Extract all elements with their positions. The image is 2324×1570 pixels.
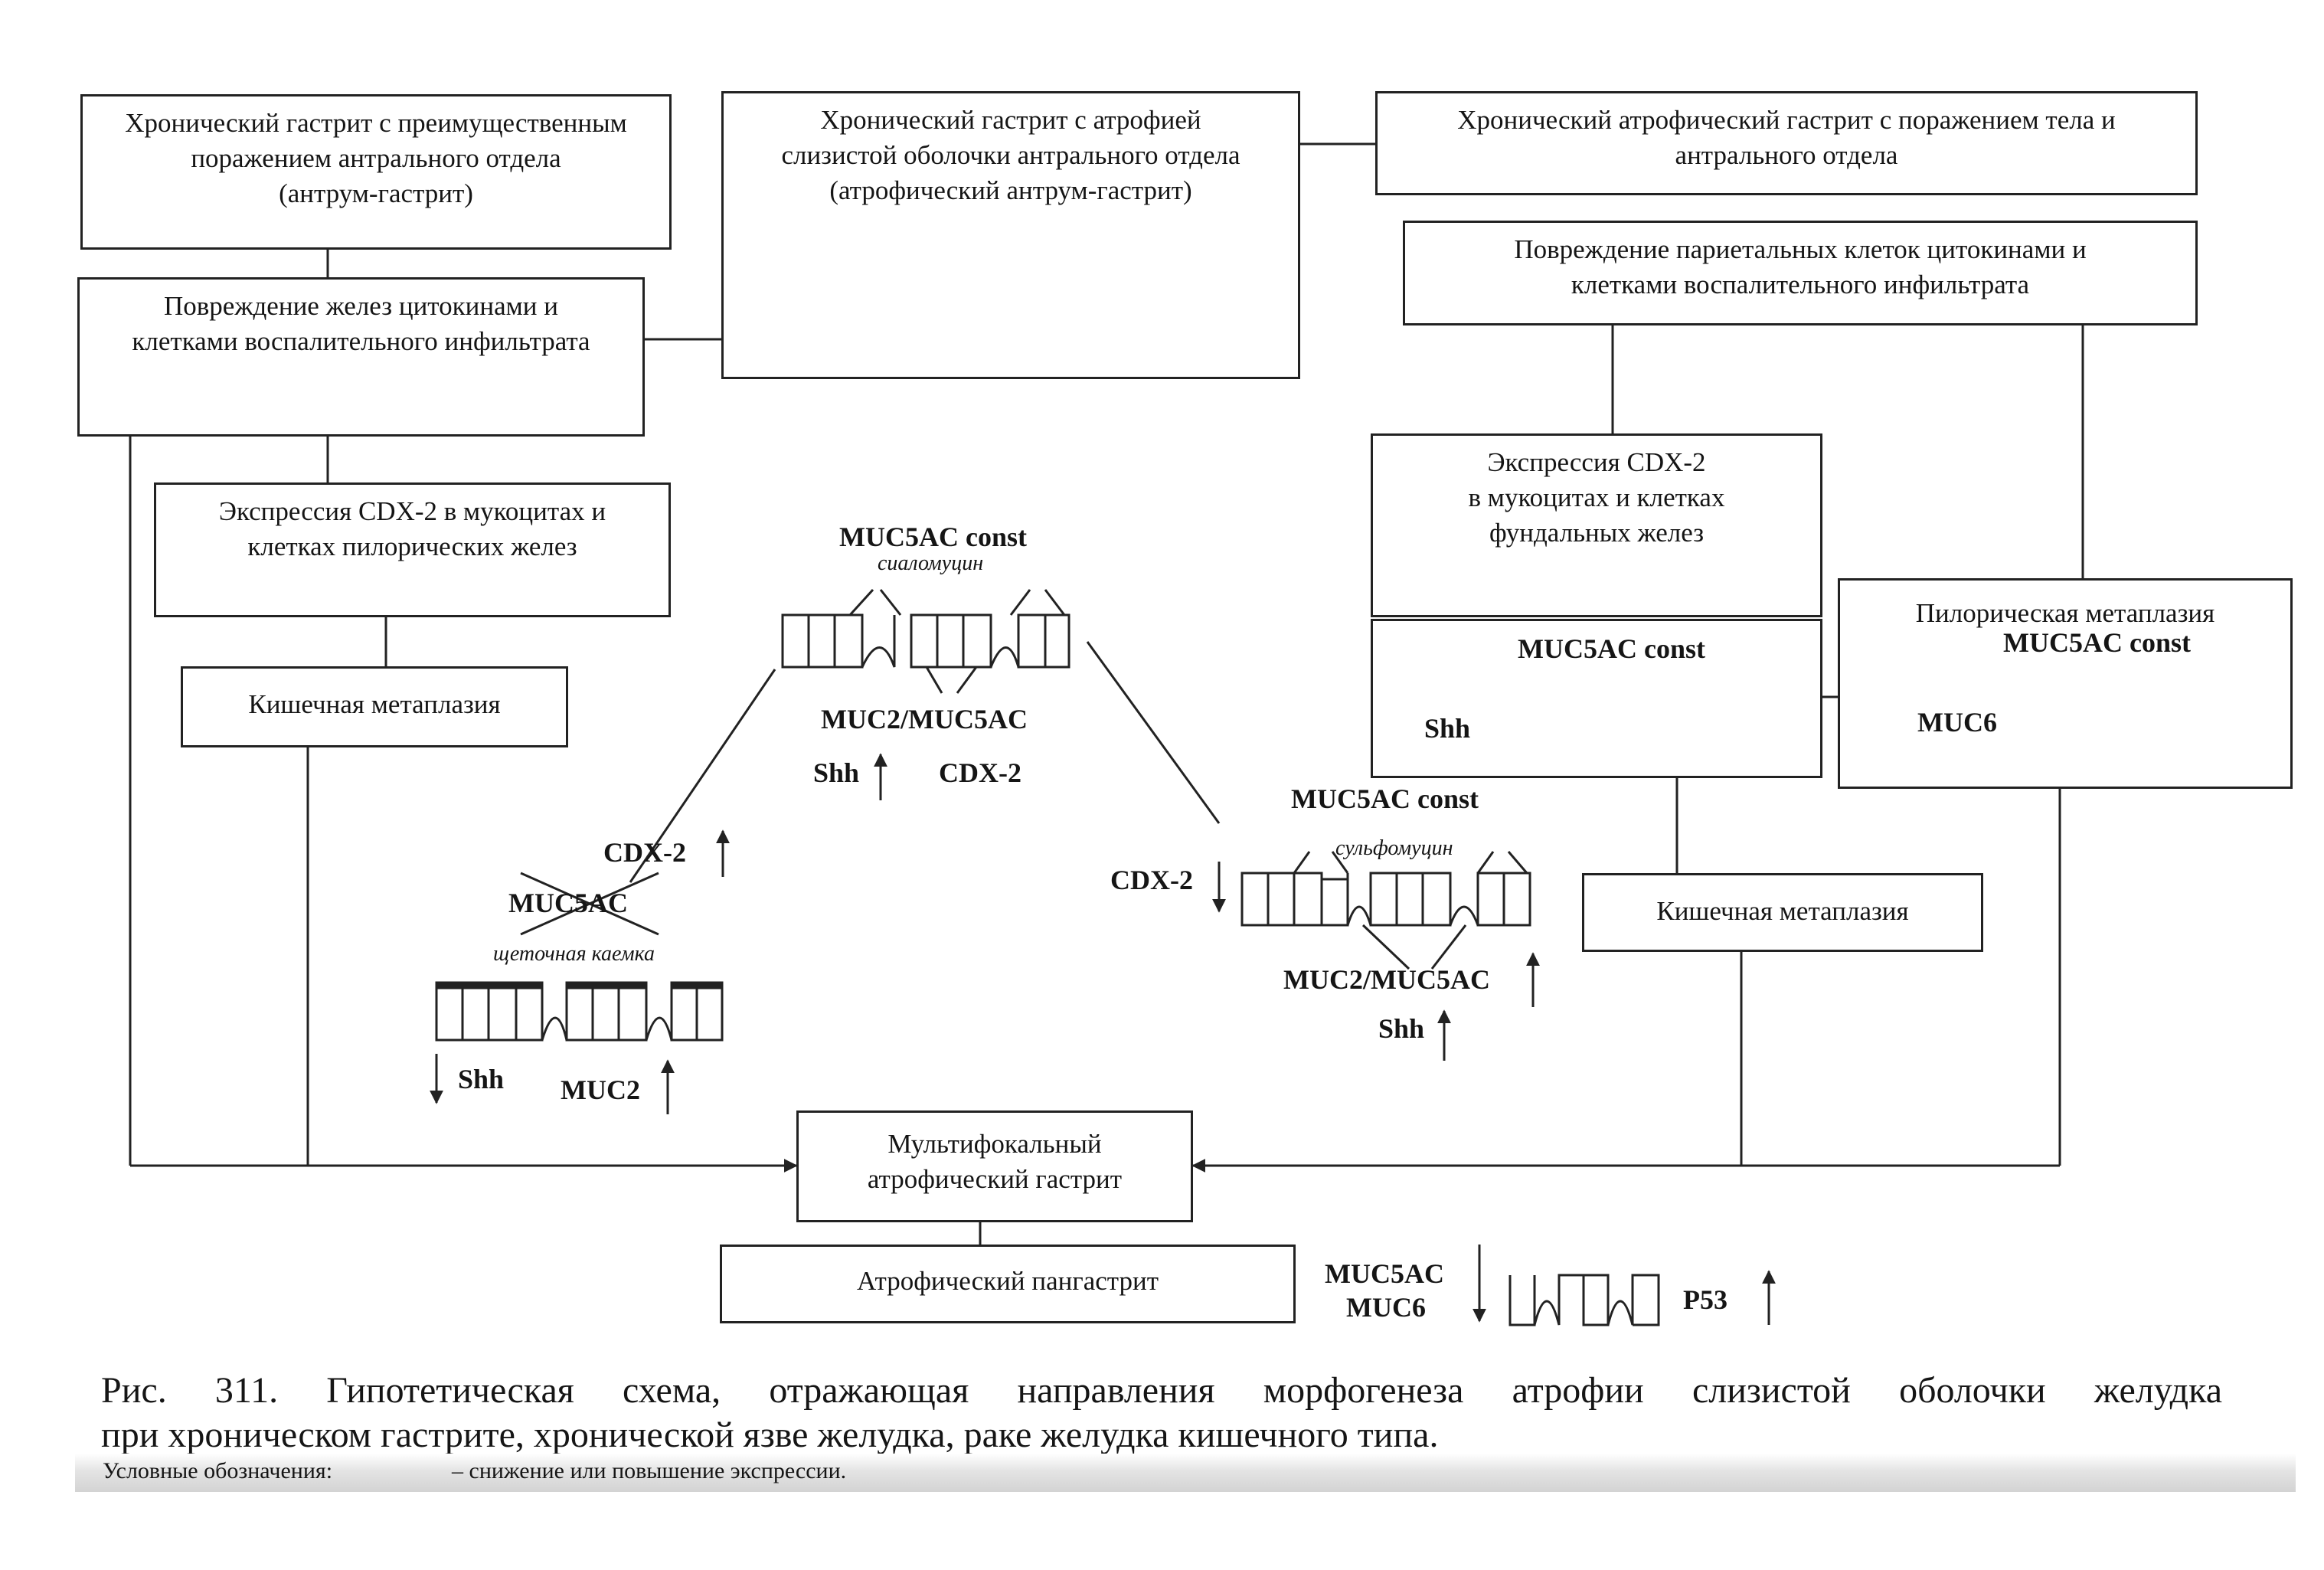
connectors [129, 142, 2084, 1245]
label-mid-shh: Shh [1378, 1013, 1425, 1044]
cells-sulfomucin [1240, 851, 1531, 970]
box-intestinal-metaplasia-left: Кишечная метаплазия [181, 666, 568, 747]
label-mid-muc2-muc5ac: MUC2/MUC5AC [1283, 964, 1490, 995]
label-left-cdx2: CDX-2 [603, 837, 686, 868]
box-multifocal-atrophic-gastritis: Мультифокальный атрофический гастрит [796, 1110, 1193, 1222]
label-left-muc5ac-crossed: MUC5AC [508, 888, 628, 918]
box-body-antrum-gastritis: Хронический атрофический гастрит с пораж… [1375, 91, 2198, 195]
label-left-muc2: MUC2 [561, 1074, 640, 1105]
label-top-shh: Shh [813, 757, 860, 788]
expression-arrows [430, 695, 2041, 1325]
label-mid-cdx2: CDX-2 [1110, 865, 1193, 895]
box-atrophic-pangastritis: Атрофический пангастрит [720, 1245, 1296, 1323]
box-gland-damage: Повреждение желез цитокинами и клетками … [77, 277, 645, 437]
cells-sialomucin [781, 588, 1070, 694]
label-brush-border: щеточная каемка [493, 942, 655, 966]
label-mid-muc5ac-const: MUC5AC const [1291, 783, 1479, 814]
label-fundal-shh: Shh [1424, 713, 1471, 744]
label-top-muc2-muc5ac: MUC2/MUC5AC [821, 704, 1028, 734]
box-intestinal-metaplasia-right: Кишечная метаплазия [1582, 873, 1983, 952]
label-sialomucin: сиаломуцин [878, 551, 984, 575]
label-left-shh: Shh [458, 1064, 505, 1094]
box-cdx2-fundal: Экспрессия CDX-2 в мукоцитах и клетках ф… [1371, 433, 1822, 617]
cells-brush-border [435, 872, 724, 1042]
label-bottom-p53: P53 [1683, 1284, 1727, 1315]
label-pyloric-muc5ac-const: MUC5AC const [2003, 627, 2191, 658]
box-parietal-damage: Повреждение париетальных клеток цитокина… [1403, 221, 2198, 325]
label-bottom-muc5ac: MUC5AC [1325, 1258, 1444, 1289]
legend-band [75, 1454, 2296, 1492]
label-sulfomucin: сульфомуцин [1335, 836, 1453, 860]
legend-prefix: Условные обозначения: [103, 1458, 333, 1483]
box-antrum-gastritis: Хронический гастрит с преимущественным п… [80, 94, 672, 250]
box-atrophic-antrum-gastritis: Хронический гастрит с атрофией слизистой… [721, 91, 1300, 379]
label-bottom-muc6: MUC6 [1346, 1292, 1426, 1323]
label-top-cdx2: CDX-2 [939, 757, 1021, 788]
legend-text: – снижение или повышение экспрессии. [452, 1458, 847, 1483]
figure-caption-line1: Рис. 311. Гипотетическая схема, отражающ… [101, 1370, 2222, 1411]
box-pyloric-metaplasia: Пилорическая метаплазия [1838, 578, 2293, 789]
label-pyloric-muc6: MUC6 [1917, 707, 1997, 738]
label-top-muc5ac-const: MUC5AC const [839, 522, 1027, 552]
box-fundal-cells [1371, 619, 1822, 778]
label-fundal-muc5ac-const: MUC5AC const [1518, 633, 1705, 664]
box-cdx2-pyloric: Экспрессия CDX-2 в мукоцитах и клетках п… [154, 482, 671, 617]
cells-atrophic [1508, 1274, 1660, 1326]
figure-caption-line2: при хроническом гастрите, хронической яз… [101, 1415, 1439, 1455]
